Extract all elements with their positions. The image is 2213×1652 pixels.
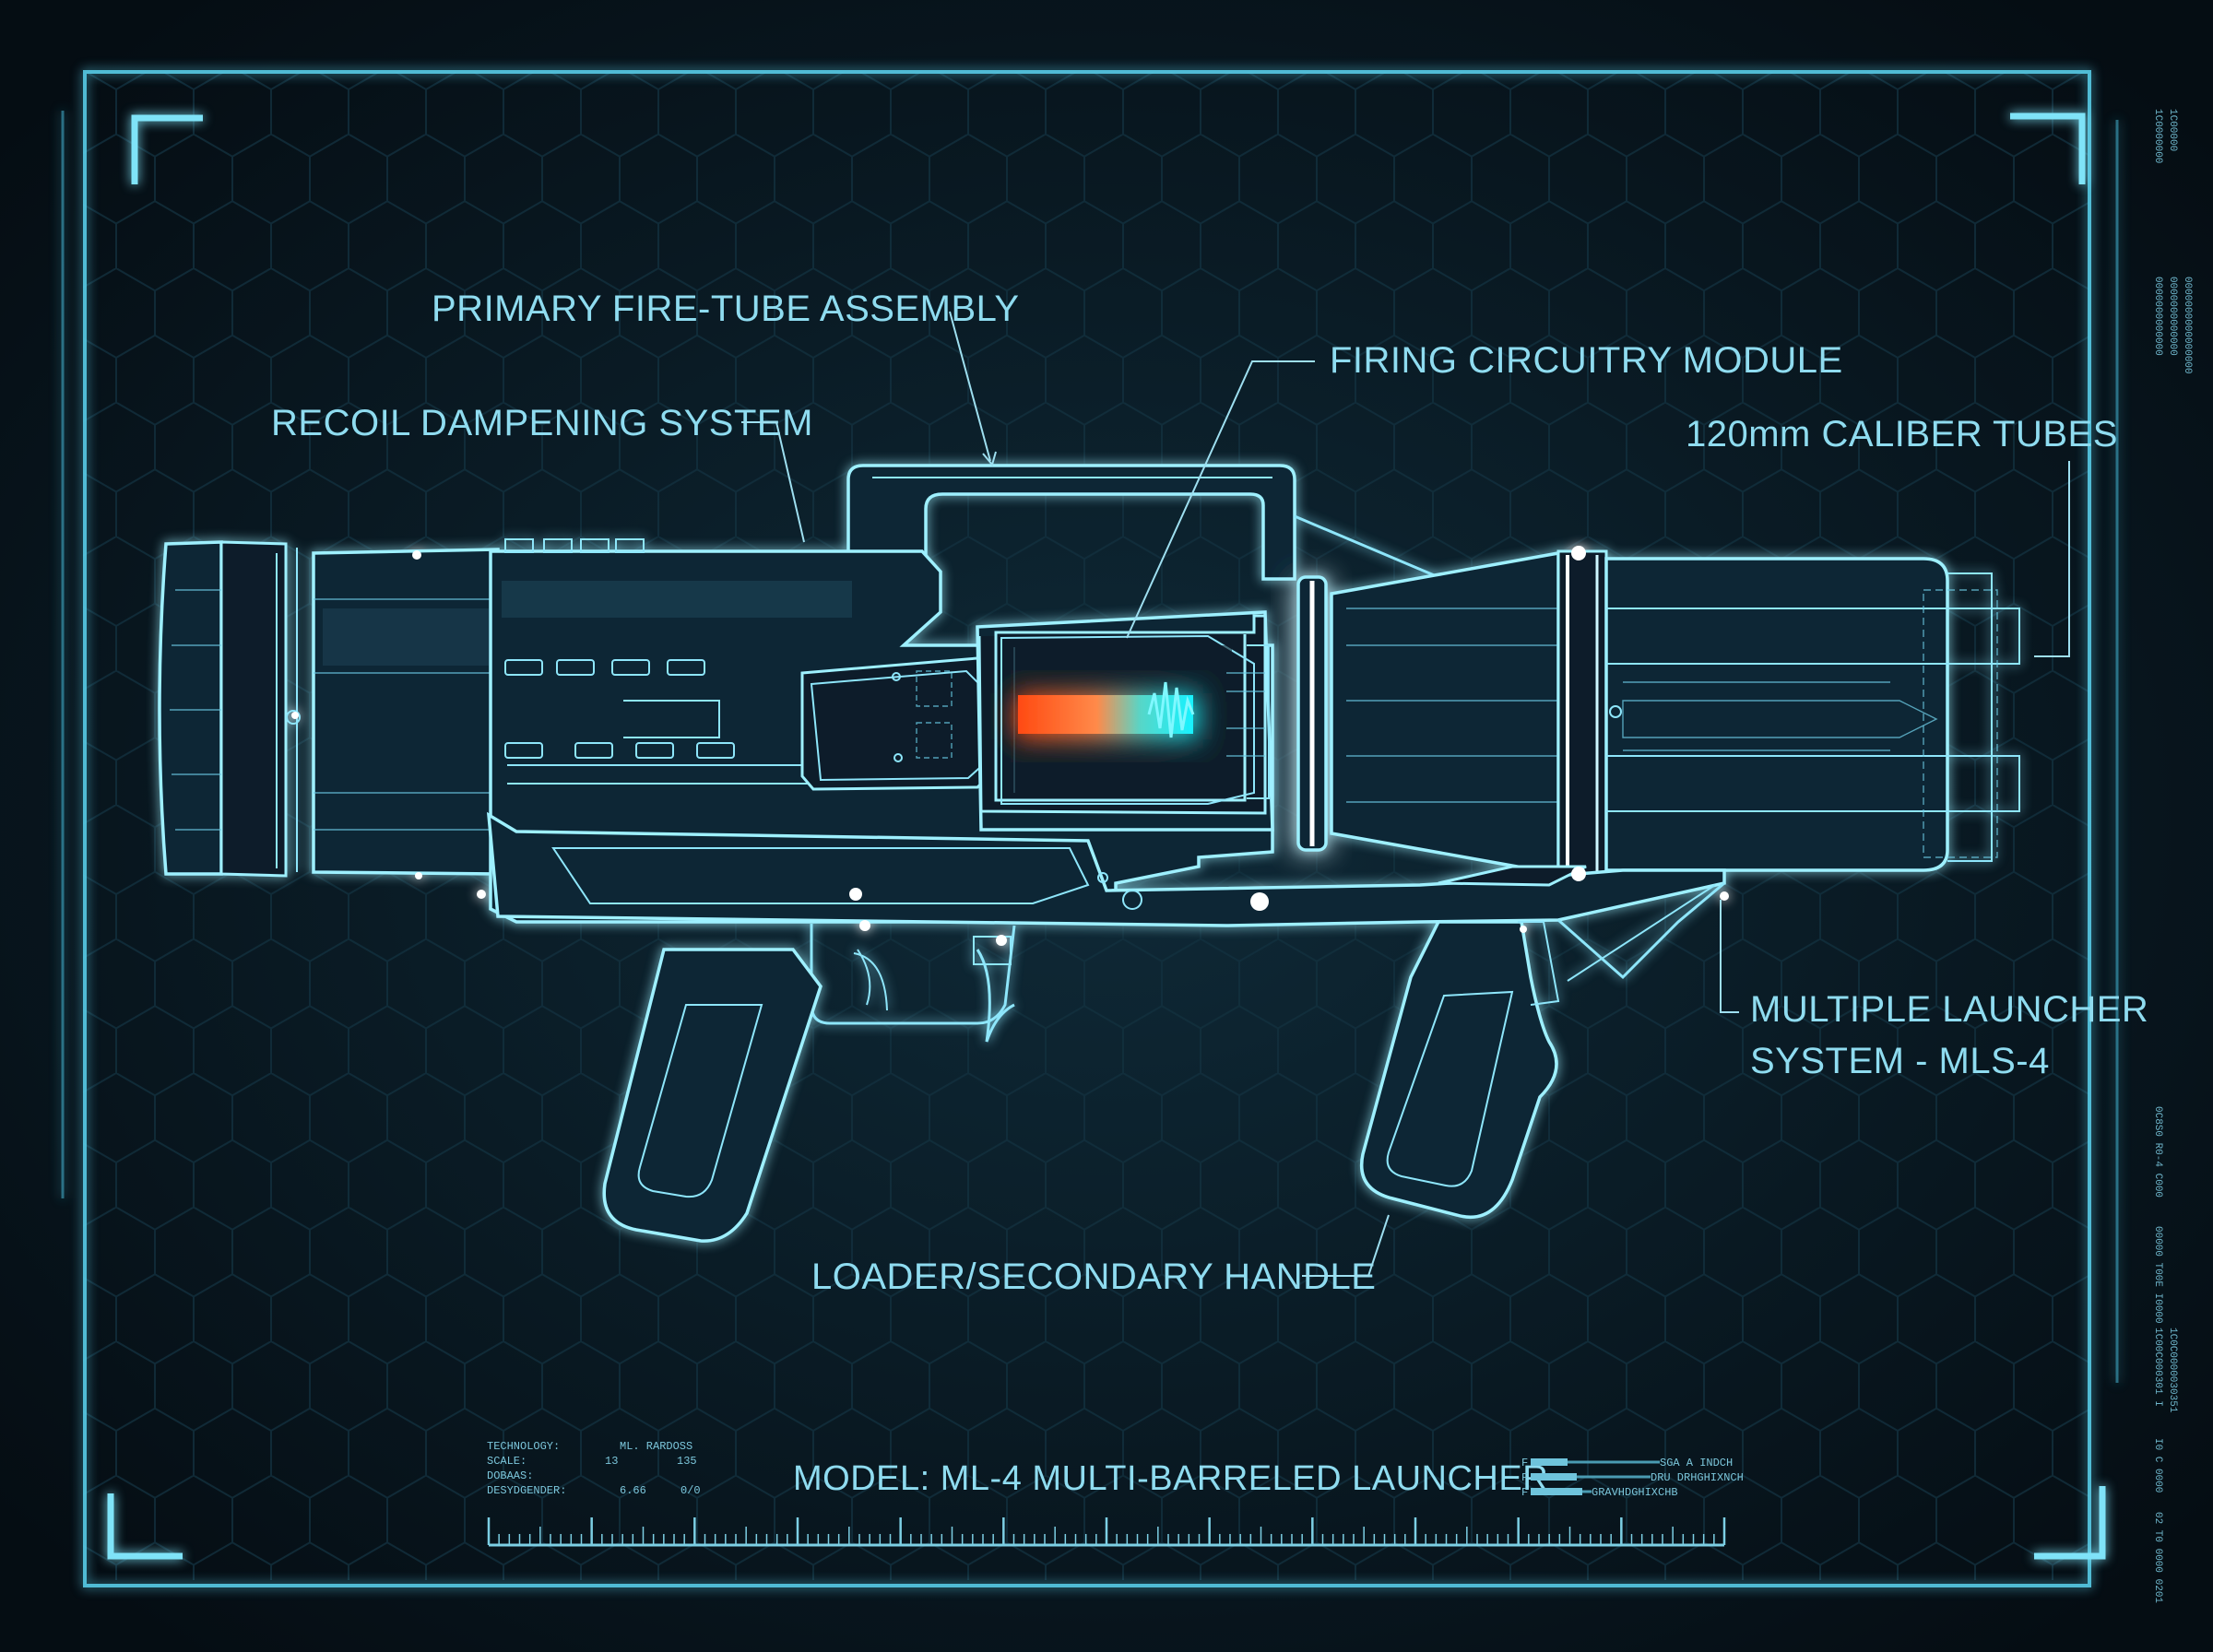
callout-loader: LOADER/SECONDARY HANDLE xyxy=(811,1214,1390,1297)
side-code: 00000 T00E I0000 xyxy=(2152,1226,2163,1324)
spec-value: 0/0 xyxy=(680,1484,701,1497)
footer: MODEL: ML-4 MULTI-BARRELED LAUNCHER TECH… xyxy=(487,1440,1744,1547)
side-code: I0 C 0000 xyxy=(2152,1438,2163,1493)
callout-launcher-system: MULTIPLE LAUNCHER SYSTEM - MLS-4 xyxy=(1720,900,2148,1081)
model-title: MODEL: ML-4 MULTI-BARRELED LAUNCHER xyxy=(793,1459,1548,1498)
side-code: 1C00C000301 I xyxy=(2152,1328,2163,1407)
callout-caliber: 120mm CALIBER TUBES xyxy=(1686,414,2118,657)
status-row: SGA A INDCH xyxy=(1660,1457,1733,1469)
side-codes-bottom: 0C8S0 R0-4 C000 00000 T00E I0000 1C00C00… xyxy=(2152,1106,2178,1603)
corner-brackets xyxy=(107,112,2106,1560)
label-launcher-line1: MULTIPLE LAUNCHER xyxy=(1750,989,2148,1030)
callout-recoil: RECOIL DAMPENING SYSTEM xyxy=(271,403,813,543)
front-grip xyxy=(1360,920,1560,1220)
spec-key: DESYDGENDER: xyxy=(487,1484,566,1497)
highlight-dots xyxy=(291,546,1729,946)
status-block: F SGA A INDCH F DRU DRHGHIXNCH F GRAVHDG… xyxy=(1521,1457,1744,1499)
side-code: 1C00000 xyxy=(2167,109,2178,151)
spec-key: SCALE: xyxy=(487,1455,527,1468)
label-primary-fire-tube: PRIMARY FIRE-TUBE ASSEMBLY xyxy=(432,289,1020,329)
rear-tube xyxy=(312,548,500,876)
label-recoil: RECOIL DAMPENING SYSTEM xyxy=(271,403,813,443)
label-launcher-line2: SYSTEM - MLS-4 xyxy=(1750,1041,2050,1081)
spec-value: ML. RARDOSS xyxy=(620,1440,692,1453)
svg-text:F: F xyxy=(1521,1486,1528,1499)
hud-frame xyxy=(61,70,2119,1587)
callout-primary-fire-tube: PRIMARY FIRE-TUBE ASSEMBLY xyxy=(432,289,1020,467)
status-row: GRAVHDGHIXCHB xyxy=(1592,1486,1678,1499)
side-code: 0000000000000 xyxy=(2167,277,2178,356)
spec-block: TECHNOLOGY: ML. RARDOSS SCALE: 13 135 DO… xyxy=(487,1440,701,1497)
spec-value: 135 xyxy=(677,1455,697,1468)
label-caliber: 120mm CALIBER TUBES xyxy=(1686,414,2118,454)
svg-text:F: F xyxy=(1521,1471,1528,1484)
spec-value: 6.66 xyxy=(620,1484,646,1497)
side-codes-top: 1C0000000 1C00000 0000000000000 00000000… xyxy=(2152,109,2193,374)
carry-handle xyxy=(846,464,1296,585)
side-code: 0C8S0 R0-4 C000 xyxy=(2152,1106,2163,1198)
status-row: DRU DRHGHIXNCH xyxy=(1651,1471,1744,1484)
side-code: 1C0C0000030351 xyxy=(2167,1328,2178,1413)
side-code: 1C0000000 xyxy=(2152,109,2163,163)
side-code: 0000000000000000 xyxy=(2182,277,2193,374)
front-brace xyxy=(1294,514,1439,579)
lower-rail xyxy=(486,811,1726,927)
firing-chamber xyxy=(976,610,1274,832)
spec-key: DOBAAS: xyxy=(487,1469,533,1482)
side-code: 0000000000000 xyxy=(2152,277,2163,356)
rear-bell xyxy=(158,540,314,878)
launcher-drawing xyxy=(158,464,2020,1243)
rear-grip xyxy=(602,948,822,1243)
brace-strut xyxy=(1567,884,1716,982)
rear-brace xyxy=(1557,881,1725,980)
label-loader: LOADER/SECONDARY HANDLE xyxy=(811,1257,1376,1297)
callout-firing-circuitry: FIRING CIRCUITRY MODULE xyxy=(1126,340,1843,639)
svg-text:F: F xyxy=(1521,1457,1528,1469)
side-code: 02 T0 0000 0201 xyxy=(2152,1512,2163,1603)
barrel-cluster xyxy=(1330,549,2020,878)
collar-ring xyxy=(1291,575,1331,854)
scale-ruler xyxy=(487,1517,1726,1547)
spec-value: 13 xyxy=(605,1455,618,1468)
label-firing-circuitry: FIRING CIRCUITRY MODULE xyxy=(1330,340,1843,381)
spec-key: TECHNOLOGY: xyxy=(487,1440,560,1453)
